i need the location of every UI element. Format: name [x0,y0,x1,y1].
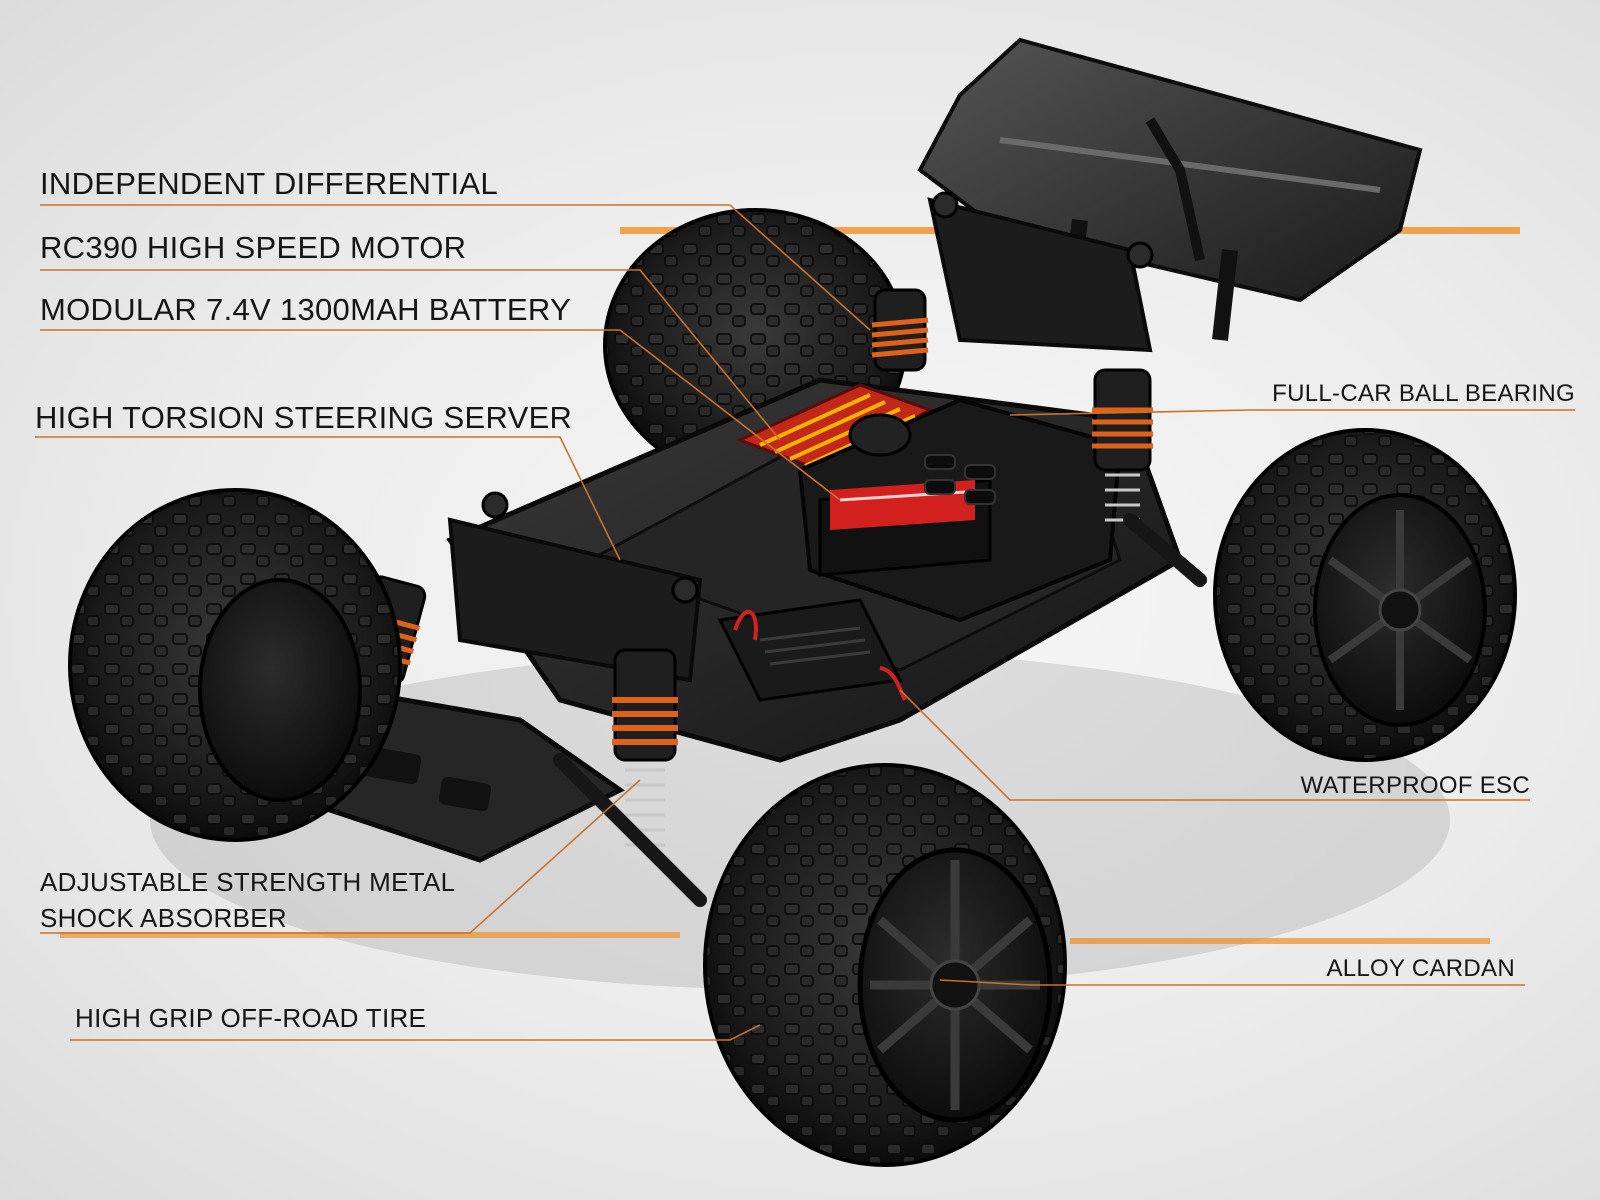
leader-shock [40,779,641,934]
esc [717,598,907,702]
leader-steering [35,436,621,561]
leader-battery [40,329,841,501]
shock-rear-right [1092,368,1153,522]
shock-front-right [612,648,678,847]
label-shock-absorber: ADJUSTABLE STRENGTH METAL SHOCK ABSORBER [40,864,455,936]
shock-rear-left [871,288,929,372]
leader-ball-bearing [1009,409,1575,416]
label-cardan: ALLOY CARDAN [1326,955,1515,982]
leader-esc [899,689,1530,801]
label-ball-bearing: FULL-CAR BALL BEARING [1272,380,1575,407]
leader-tire [70,1024,761,1041]
label-shock-line1: ADJUSTABLE STRENGTH METAL [40,867,456,897]
battery-pack [797,397,1123,623]
label-tire: HIGH GRIP OFF-ROAD TIRE [75,1003,427,1033]
tire-front-right [703,763,1067,1167]
label-steering: HIGH TORSION STEERING SERVER [35,400,573,435]
label-independent-differential: INDEPENDENT DIFFERENTIAL [40,166,498,201]
label-shock-line2: SHOCK ABSORBER [40,903,287,933]
label-battery: MODULAR 7.4V 1300MAH BATTERY [40,292,571,327]
label-esc: WATERPROOF ESC [1300,772,1530,799]
tire-front-left [68,488,402,842]
leader-motor [40,269,781,441]
label-motor: RC390 HIGH SPEED MOTOR [40,230,467,265]
leader-independent-differential [40,204,871,331]
motor [736,383,934,472]
leader-lines [35,204,1575,1041]
leader-cardan [939,979,1525,986]
tire-rear-right [1213,428,1517,762]
